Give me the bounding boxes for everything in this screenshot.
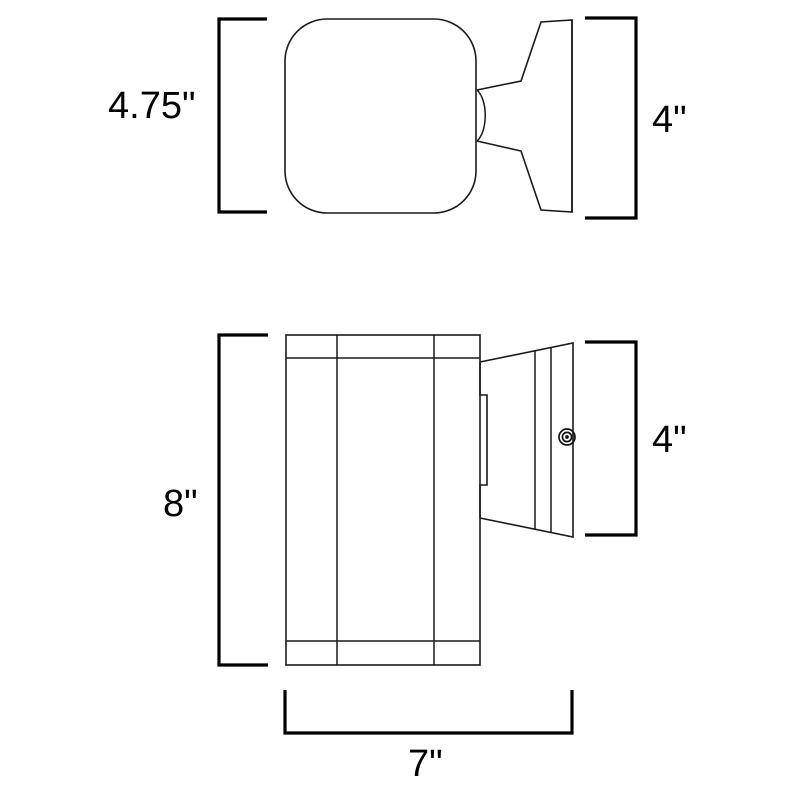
top-view-group: 4.75" 4" [108,16,687,220]
dimension-label-height-8: 8" [163,483,198,525]
dimension-bracket-depth-475 [217,17,267,214]
dimension-label-width-4-top: 4" [652,99,687,141]
dimension-label-depth-475: 4.75" [108,85,195,127]
top-view-mount-bracket [476,19,573,213]
shroud-screw-icon [558,428,576,446]
dimension-label-width-4-bottom: 4" [652,419,687,461]
dimension-bracket-depth-7 [283,690,574,735]
front-view-group: 8" 4" 7" [163,333,687,785]
dimension-bracket-width-4-top [585,16,638,220]
dimension-bracket-height-8 [217,333,268,667]
front-view-shroud-back-edge [479,362,488,518]
dimension-label-depth-7: 7" [408,743,443,785]
top-view-hub-arc [476,89,486,142]
front-view-shroud-outline [479,342,574,538]
dimension-bracket-width-4-bottom [585,340,638,537]
top-view-body-outline [284,18,477,214]
front-view-body-outline [285,334,481,666]
